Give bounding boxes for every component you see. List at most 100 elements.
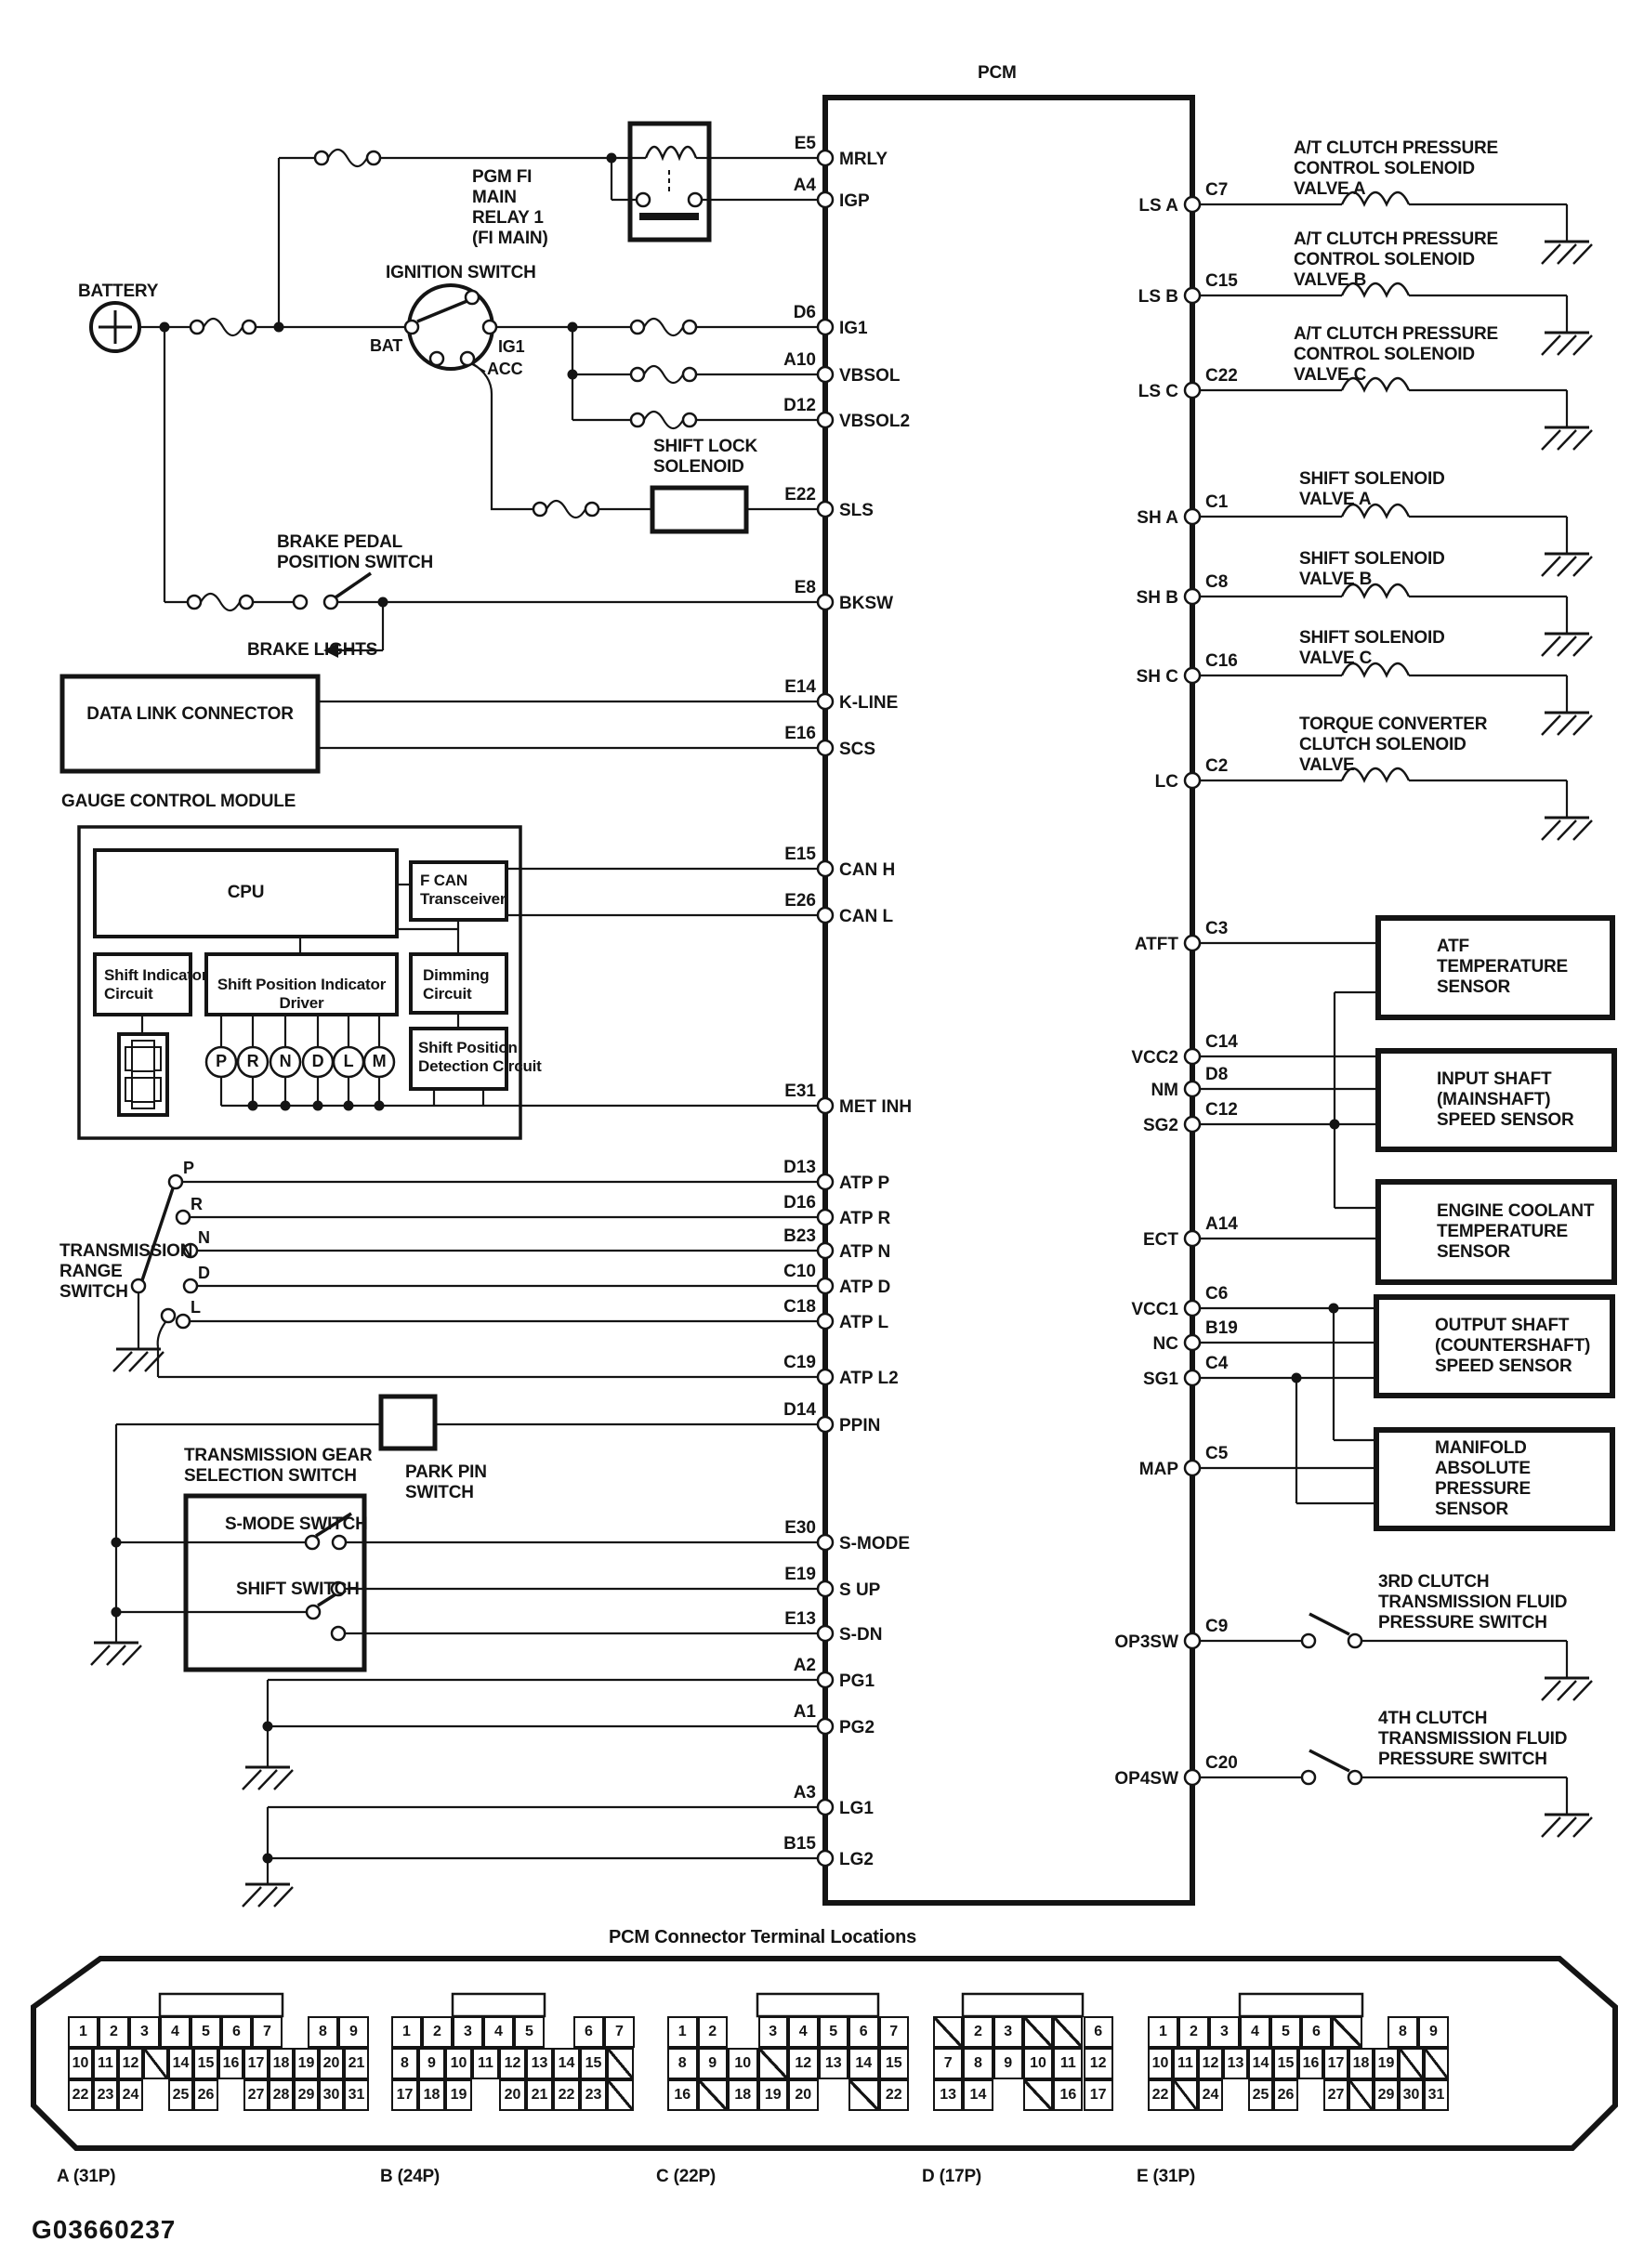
connector-label: B (24P) — [380, 2167, 441, 2186]
connector-cell: 13 — [818, 2048, 848, 2079]
pcm-pin-signal: LS A — [1138, 196, 1178, 216]
ignition-switch-label: IGNITION SWITCH — [386, 263, 536, 282]
connector-cell: 14 — [963, 2079, 993, 2111]
connector-cell: 24 — [1198, 2079, 1223, 2111]
connector-section-title: PCM Connector Terminal Locations — [609, 1927, 917, 1947]
connector-cell: 5 — [1270, 2016, 1301, 2048]
solenoid-valve-b-label: A/T CLUTCH PRESSURE CONTROL SOLENOID VAL… — [1294, 229, 1498, 290]
connector-cell: 17 — [243, 2048, 269, 2079]
pcm-pin-number: D13 — [783, 1158, 816, 1177]
connector-cell: 12 — [499, 2048, 526, 2079]
connector-cell: 20 — [788, 2079, 819, 2111]
pcm-pin-signal: VBSOL — [839, 366, 901, 386]
shift-solenoid-b-label: SHIFT SOLENOID VALVE B — [1299, 549, 1445, 589]
connector-cell: 7 — [252, 2016, 283, 2048]
shift-lock-solenoid-label: SHIFT LOCK SOLENOID — [653, 437, 757, 477]
range-position-letter: N — [198, 1228, 210, 1247]
pcm-pin-number: E8 — [794, 578, 816, 597]
gear-position-circle: R — [246, 1052, 259, 1070]
pcm-pin-number: B23 — [783, 1226, 816, 1246]
dimming-circuit-label: Dimming Circuit — [423, 966, 490, 1003]
connector-cell-blocked — [143, 2048, 168, 2079]
pcm-pin-number: E22 — [784, 485, 816, 505]
map-sensor-label: MANIFOLD ABSOLUTE PRESSURE SENSOR — [1435, 1438, 1531, 1519]
pcm-pin-number: D16 — [783, 1193, 816, 1213]
connector-cell: 7 — [604, 2016, 635, 2048]
pcm-pin-signal: VBSOL2 — [839, 412, 911, 431]
range-position-letter: D — [198, 1264, 210, 1282]
shift-solenoid-c-label: SHIFT SOLENOID VALVE C — [1299, 628, 1445, 668]
pgm-fi-relay-label: PGM FI MAIN RELAY 1 (FI MAIN) — [472, 167, 548, 248]
pcm-pin-signal: MAP — [1138, 1460, 1178, 1479]
shift-solenoid-a-label: SHIFT SOLENOID VALVE A — [1299, 469, 1445, 509]
connector-cell: 10 — [728, 2048, 758, 2079]
connector-cell: 2 — [697, 2016, 728, 2048]
pcm-pin-signal: SH C — [1136, 667, 1178, 687]
pcm-pin-signal: VCC2 — [1131, 1048, 1178, 1068]
pcm-pin-signal: LS C — [1138, 382, 1178, 401]
pcm-pin-signal: SLS — [839, 501, 874, 520]
connector-cell: 25 — [168, 2079, 193, 2111]
connector-cell-blocked — [1399, 2048, 1424, 2079]
pcm-pin-signal: ATP R — [839, 1209, 891, 1228]
cpu-label: CPU — [227, 883, 265, 902]
connector-cell: 8 — [308, 2016, 338, 2048]
pcm-pin-signal: SG1 — [1142, 1370, 1178, 1389]
connector-cell: 13 — [1223, 2048, 1248, 2079]
transmission-range-switch-label: TRANSMISSION RANGE SWITCH — [59, 1241, 193, 1302]
connector-cell: 11 — [472, 2048, 499, 2079]
connector-cell: 2 — [422, 2016, 453, 2048]
connector-cell: 8 — [667, 2048, 698, 2079]
pcm-pin-signal: SH A — [1137, 508, 1178, 528]
pcm-pin-number: E13 — [784, 1609, 816, 1629]
connector-cell: 8 — [963, 2048, 993, 2079]
connector-cell: 31 — [344, 2079, 369, 2111]
connector-cell: 3 — [453, 2016, 483, 2048]
pcm-pin-number: B19 — [1205, 1318, 1238, 1338]
connector-cell-blocked — [1022, 2016, 1054, 2048]
pcm-pin-signal: ATP L2 — [839, 1369, 899, 1388]
op3-switch-label: 3RD CLUTCH TRANSMISSION FLUID PRESSURE S… — [1378, 1572, 1568, 1632]
pcm-pin-number: C8 — [1205, 572, 1229, 592]
connector-cell: 23 — [93, 2079, 118, 2111]
shift-switch-label: SHIFT SWITCH — [236, 1580, 360, 1599]
connector-cell: 9 — [697, 2048, 728, 2079]
acc-terminal-label: ACC — [487, 360, 523, 378]
connector-cell: 31 — [1424, 2079, 1449, 2111]
connector-cell: 9 — [993, 2048, 1023, 2079]
connector-cell: 12 — [118, 2048, 143, 2079]
gear-position-circle: L — [343, 1052, 354, 1070]
connector-cell-blocked — [1053, 2016, 1084, 2048]
connector-cell: 4 — [483, 2016, 514, 2048]
pcm-pin-number: A1 — [793, 1702, 816, 1722]
connector-cell: 16 — [1053, 2079, 1084, 2111]
connector-cell: 3 — [757, 2016, 788, 2048]
pcm-pin-number: E16 — [784, 724, 816, 743]
connector-cell: 6 — [221, 2016, 252, 2048]
pcm-pin-number: E14 — [784, 677, 816, 697]
gear-selection-switch-label: TRANSMISSION GEAR SELECTION SWITCH — [184, 1446, 373, 1486]
brake-lights-label: BRAKE LIGHTS — [247, 640, 378, 660]
pcm-pin-number: C4 — [1205, 1354, 1229, 1373]
pcm-pin-number: C10 — [783, 1262, 816, 1281]
pcm-pin-number: E15 — [784, 845, 816, 864]
connector-cell-blocked — [1022, 2079, 1054, 2111]
connector-cell: 1 — [1148, 2016, 1178, 2048]
pcm-pin-signal: CAN L — [839, 907, 894, 926]
connector-cell: 18 — [728, 2079, 758, 2111]
pcm-pin-signal: NM — [1151, 1081, 1178, 1100]
shift-indicator-circuit-label: Shift Indicator Circuit — [104, 966, 208, 1003]
pcm-pin-number: C7 — [1205, 180, 1229, 200]
pcm-pin-number: E26 — [784, 891, 816, 911]
connector-cell: 27 — [1323, 2079, 1348, 2111]
input-shaft-sensor-label: INPUT SHAFT (MAINSHAFT) SPEED SENSOR — [1437, 1069, 1574, 1130]
connector-cell: 17 — [1323, 2048, 1348, 2079]
pcm-pin-signal: LG1 — [839, 1799, 874, 1818]
figure-code: G03660237 — [32, 2215, 177, 2244]
pcm-pin-number: C22 — [1205, 366, 1238, 386]
connector-cell: 30 — [1399, 2079, 1424, 2111]
pcm-pin-signal: ATP D — [839, 1278, 891, 1297]
s-mode-switch-label: S-MODE SWITCH — [225, 1514, 368, 1534]
connector-cell: 22 — [1148, 2079, 1173, 2111]
